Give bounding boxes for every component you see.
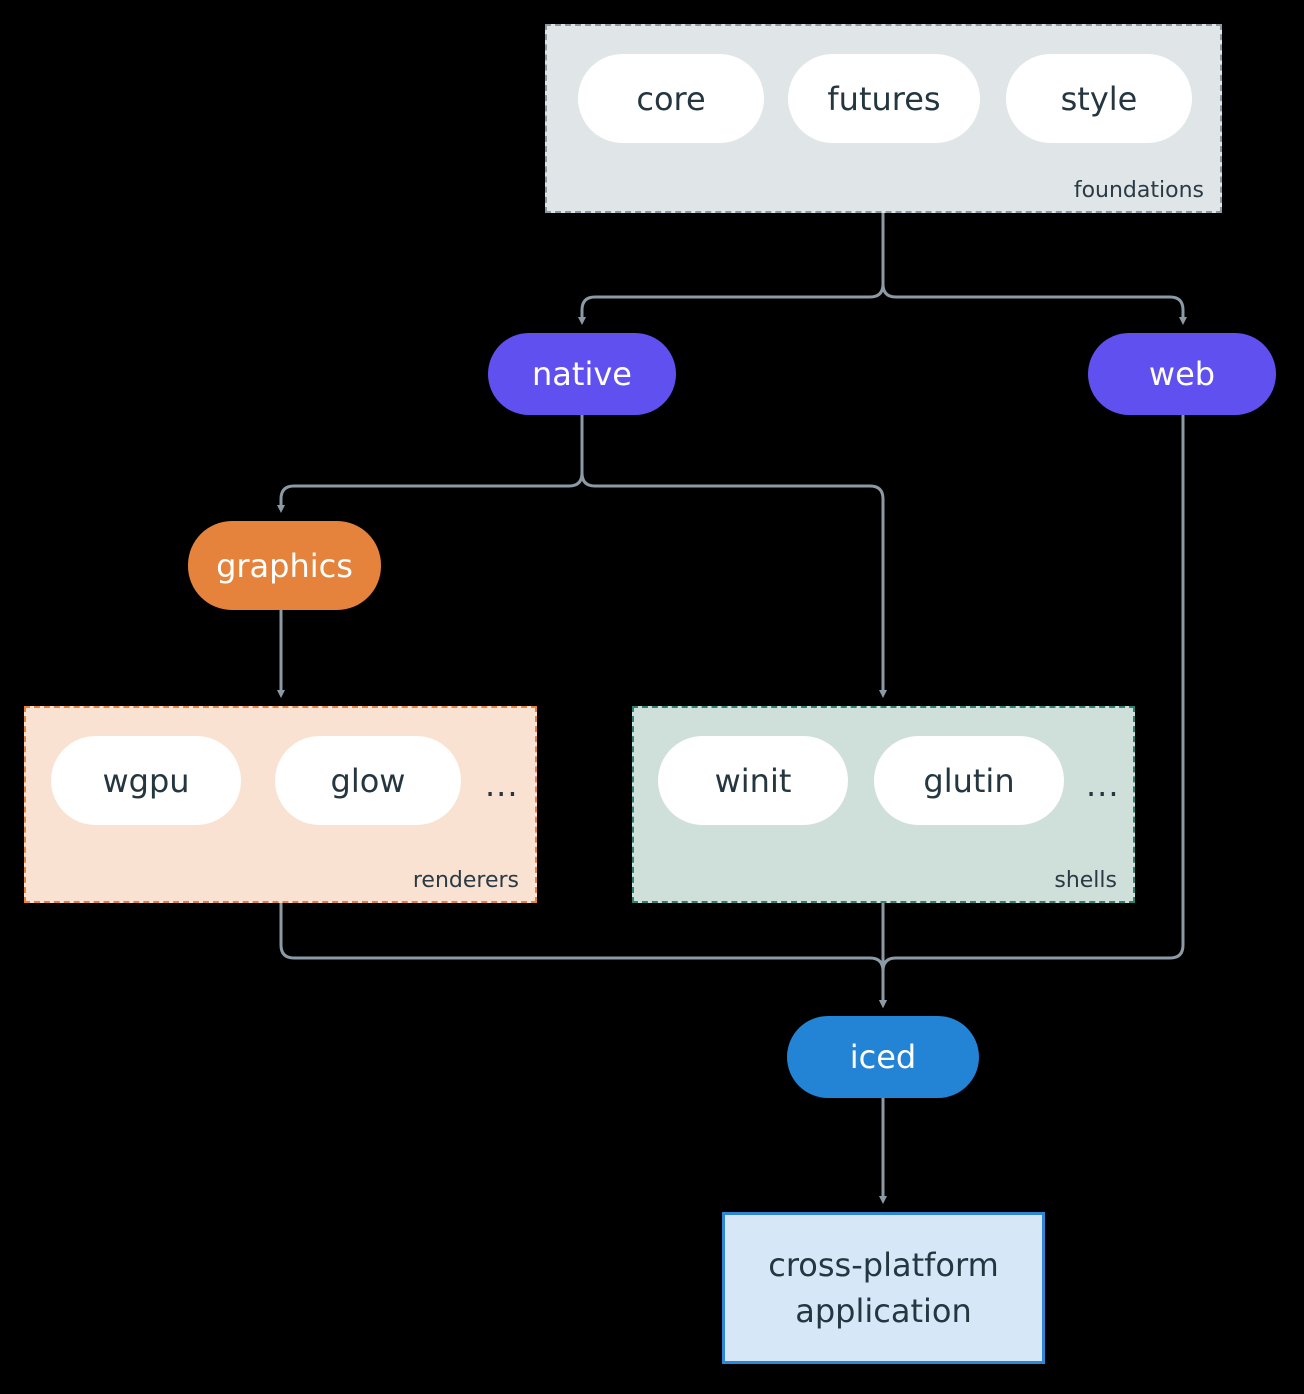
shells-ellipsis: ... — [1086, 766, 1120, 804]
application-line-1: cross-platform — [768, 1245, 999, 1284]
pill-glutin[interactable]: glutin — [874, 736, 1064, 825]
pill-style[interactable]: style — [1006, 54, 1192, 143]
pill-wgpu[interactable]: wgpu — [51, 736, 241, 825]
edge-renderers-iced — [279, 903, 887, 1008]
pill-glow[interactable]: glow — [275, 736, 461, 825]
pill-winit[interactable]: winit — [658, 736, 848, 825]
cluster-label-foundations: foundations — [1073, 178, 1204, 203]
node-iced[interactable]: iced — [787, 1016, 979, 1098]
edge-foundations-native — [578, 213, 885, 325]
node-cross-platform-application[interactable]: cross-platform application — [722, 1212, 1045, 1364]
cluster-label-shells: shells — [1054, 868, 1117, 893]
cluster-foundations[interactable]: core futures style foundations — [545, 24, 1222, 213]
cluster-shells[interactable]: winit glutin ... shells — [632, 706, 1135, 903]
renderers-ellipsis: ... — [485, 766, 519, 804]
edge-native-shells — [580, 415, 887, 698]
cluster-renderers[interactable]: wgpu glow ... renderers — [24, 706, 537, 903]
pill-futures[interactable]: futures — [788, 54, 980, 143]
edge-native-graphics — [277, 415, 584, 513]
pill-core[interactable]: core — [578, 54, 764, 143]
cluster-label-renderers: renderers — [412, 868, 519, 893]
node-graphics[interactable]: graphics — [188, 521, 381, 610]
edge-foundations-web — [881, 213, 1187, 325]
application-line-2: application — [795, 1292, 972, 1330]
node-native[interactable]: native — [488, 333, 676, 415]
node-web[interactable]: web — [1088, 333, 1276, 415]
